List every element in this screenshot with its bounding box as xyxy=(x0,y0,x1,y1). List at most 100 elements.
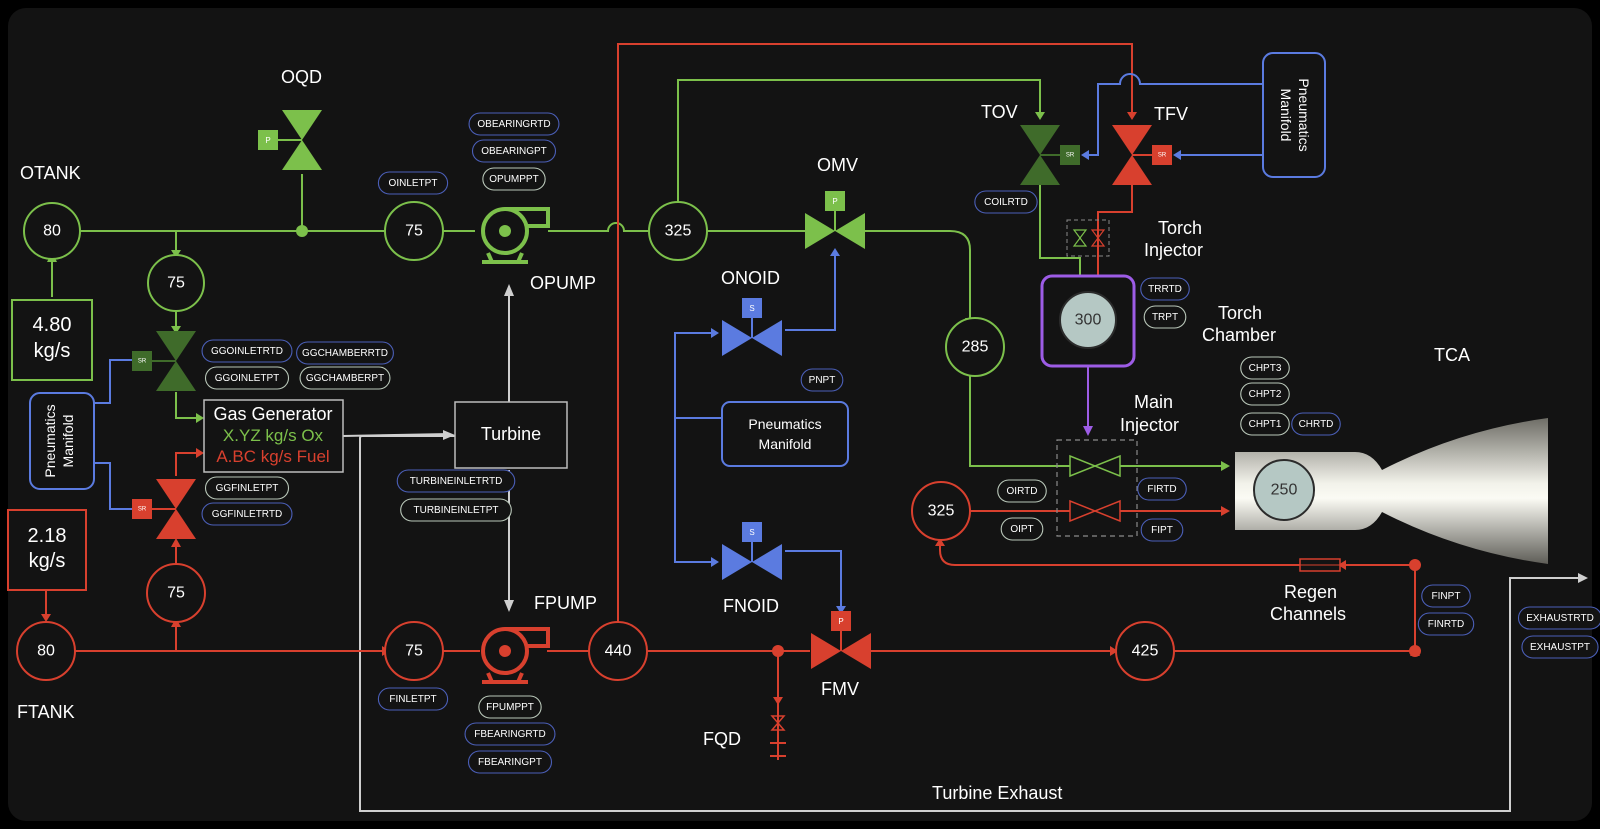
gauge-value: 300 xyxy=(1075,312,1102,329)
sensor-tag-label: GGCHAMBERRTD xyxy=(302,348,388,359)
sensor-tag-turbineinletrtd: TURBINEINLETRTD xyxy=(396,469,516,493)
torch-injector-box xyxy=(1066,219,1110,257)
fmv-label: FMV xyxy=(821,679,859,699)
arrow-head xyxy=(1221,506,1230,516)
arrow-head xyxy=(836,606,846,614)
gauge-value: 250 xyxy=(1271,482,1298,499)
sensor-tag-pill xyxy=(1521,635,1599,659)
sensor-tag-ggoinletrtd: GGOINLETRTD xyxy=(201,339,293,363)
actuator-mark: P xyxy=(265,136,270,145)
gauge-fuel-return: 325 xyxy=(911,481,971,541)
sensor-tag-pill xyxy=(1291,412,1341,436)
gas-generator-title: Gas Generator xyxy=(213,404,332,424)
fpump-outlet xyxy=(505,627,550,648)
sensor-tag-pill xyxy=(467,750,553,774)
fpump-hub xyxy=(499,645,511,657)
opump xyxy=(481,207,550,264)
sensor-tag-label: EXHAUSTRTD xyxy=(1526,613,1594,624)
sensor-tag-pnpt: PNPT xyxy=(800,368,844,392)
fpump-label: FPUMP xyxy=(534,593,597,613)
sensor-tag-label: EXHAUSTPT xyxy=(1530,642,1590,653)
gauge-otank: 80 xyxy=(23,202,81,260)
sensor-tag-pill xyxy=(482,167,546,191)
fpump-base xyxy=(486,672,524,683)
gauge-tca: 250 xyxy=(1253,459,1315,521)
sensor-tag-label: FINLETPT xyxy=(389,694,436,705)
junction-dot xyxy=(772,645,784,657)
valve-shape xyxy=(282,110,322,140)
fnoid-to-fmv xyxy=(785,550,842,610)
pneu-manifold-center-label-2: Manifold xyxy=(759,436,812,452)
sensor-tag-oipt: OIPT xyxy=(1000,517,1044,541)
pneu-to-ggfv xyxy=(94,462,140,510)
sensor-tag-pill xyxy=(1417,612,1475,636)
sensor-tag-obearingrtd: OBEARINGRTD xyxy=(468,112,560,136)
regen-label-1: Regen xyxy=(1284,582,1337,602)
sensor-tag-label: FIRTD xyxy=(1147,484,1176,495)
pneu-to-onoid xyxy=(674,332,722,419)
sensor-tag-pill xyxy=(468,112,560,136)
tca-label: TCA xyxy=(1434,345,1470,365)
gauge-ring xyxy=(945,317,1005,377)
sensor-tag-label: FBEARINGPT xyxy=(478,757,542,768)
sensor-tag-coilrtd: COILRTD xyxy=(974,190,1038,214)
actuator-mark: SR xyxy=(1066,153,1075,159)
ox-flow-readout-box xyxy=(11,299,93,381)
main-injector-label-2: Injector xyxy=(1120,415,1179,435)
oxidizer-lines xyxy=(51,79,1225,467)
sensor-tag-pill xyxy=(377,687,449,711)
arrow-head xyxy=(773,697,783,705)
gauge-value: 75 xyxy=(405,643,423,660)
turbine-label: Turbine xyxy=(481,424,541,444)
sensor-tag-label: GGFINLETPT xyxy=(216,483,279,494)
gauge-fmv-down: 425 xyxy=(1115,621,1175,681)
sensor-tag-ggoinletpt: GGOINLETPT xyxy=(204,366,290,390)
turbine-box xyxy=(454,401,568,469)
gauge-value: 80 xyxy=(43,223,61,240)
pneu-manifold-right-label-2: Manifold xyxy=(1278,89,1294,142)
valve-shape xyxy=(805,213,835,249)
sensor-tag-exhaustrtd: EXHAUSTRTD xyxy=(1517,606,1600,630)
sensor-tag-label: FINPT xyxy=(1432,591,1461,602)
pneu-manifold-left-label-1: Pneumatics xyxy=(42,404,58,477)
actuator-box xyxy=(1152,145,1172,165)
opump-base xyxy=(486,252,524,263)
actuator-box xyxy=(1060,145,1080,165)
valve-shape xyxy=(752,320,782,356)
sensor-tag-ggchamberrtd: GGCHAMBERRTD xyxy=(296,341,394,365)
actuator-box xyxy=(742,298,762,318)
gas-generator-fuel-rate: A.BC kg/s Fuel xyxy=(216,447,329,466)
pneumatics-manifold-center xyxy=(721,401,849,467)
valve-shape xyxy=(835,213,865,249)
arrow-head xyxy=(504,600,514,612)
torch-injector-label-2: Injector xyxy=(1144,240,1203,260)
main-injector-box xyxy=(1056,439,1138,537)
arrow-head xyxy=(443,430,455,440)
sensor-tag-firtd: FIRTD xyxy=(1137,477,1187,501)
arrow-head xyxy=(711,557,719,567)
omv-valve: P xyxy=(805,191,865,249)
valve-shape xyxy=(156,509,196,539)
gauge-opump-out: 325 xyxy=(648,201,708,261)
sensor-tag-label: OIPT xyxy=(1010,524,1033,535)
sensor-tag-label: COILRTD xyxy=(984,197,1028,208)
tov-label: TOV xyxy=(981,102,1018,122)
gas-generator-ox-rate: X.YZ kg/s Ox xyxy=(223,426,324,445)
regen-channels-symbol xyxy=(1299,558,1341,572)
sensor-tag-trpt: TRPT xyxy=(1143,305,1187,329)
actuator-box xyxy=(132,499,152,519)
sensor-tag-pill xyxy=(1240,412,1290,436)
gauge-ring xyxy=(16,621,76,681)
valve-shape xyxy=(722,320,752,356)
actuator-box xyxy=(831,611,851,631)
junction-dot xyxy=(296,225,308,237)
gauge-ring xyxy=(1253,459,1315,521)
valve-shape xyxy=(841,633,871,669)
fuel-flow-readout-box xyxy=(7,509,87,591)
gauge-ox-branch: 75 xyxy=(147,254,205,312)
gauge-value: 440 xyxy=(605,643,632,660)
gauge-ring xyxy=(147,254,205,312)
pneu-manifold-left-label-2: Manifold xyxy=(60,415,76,468)
actuator-box xyxy=(258,130,278,150)
